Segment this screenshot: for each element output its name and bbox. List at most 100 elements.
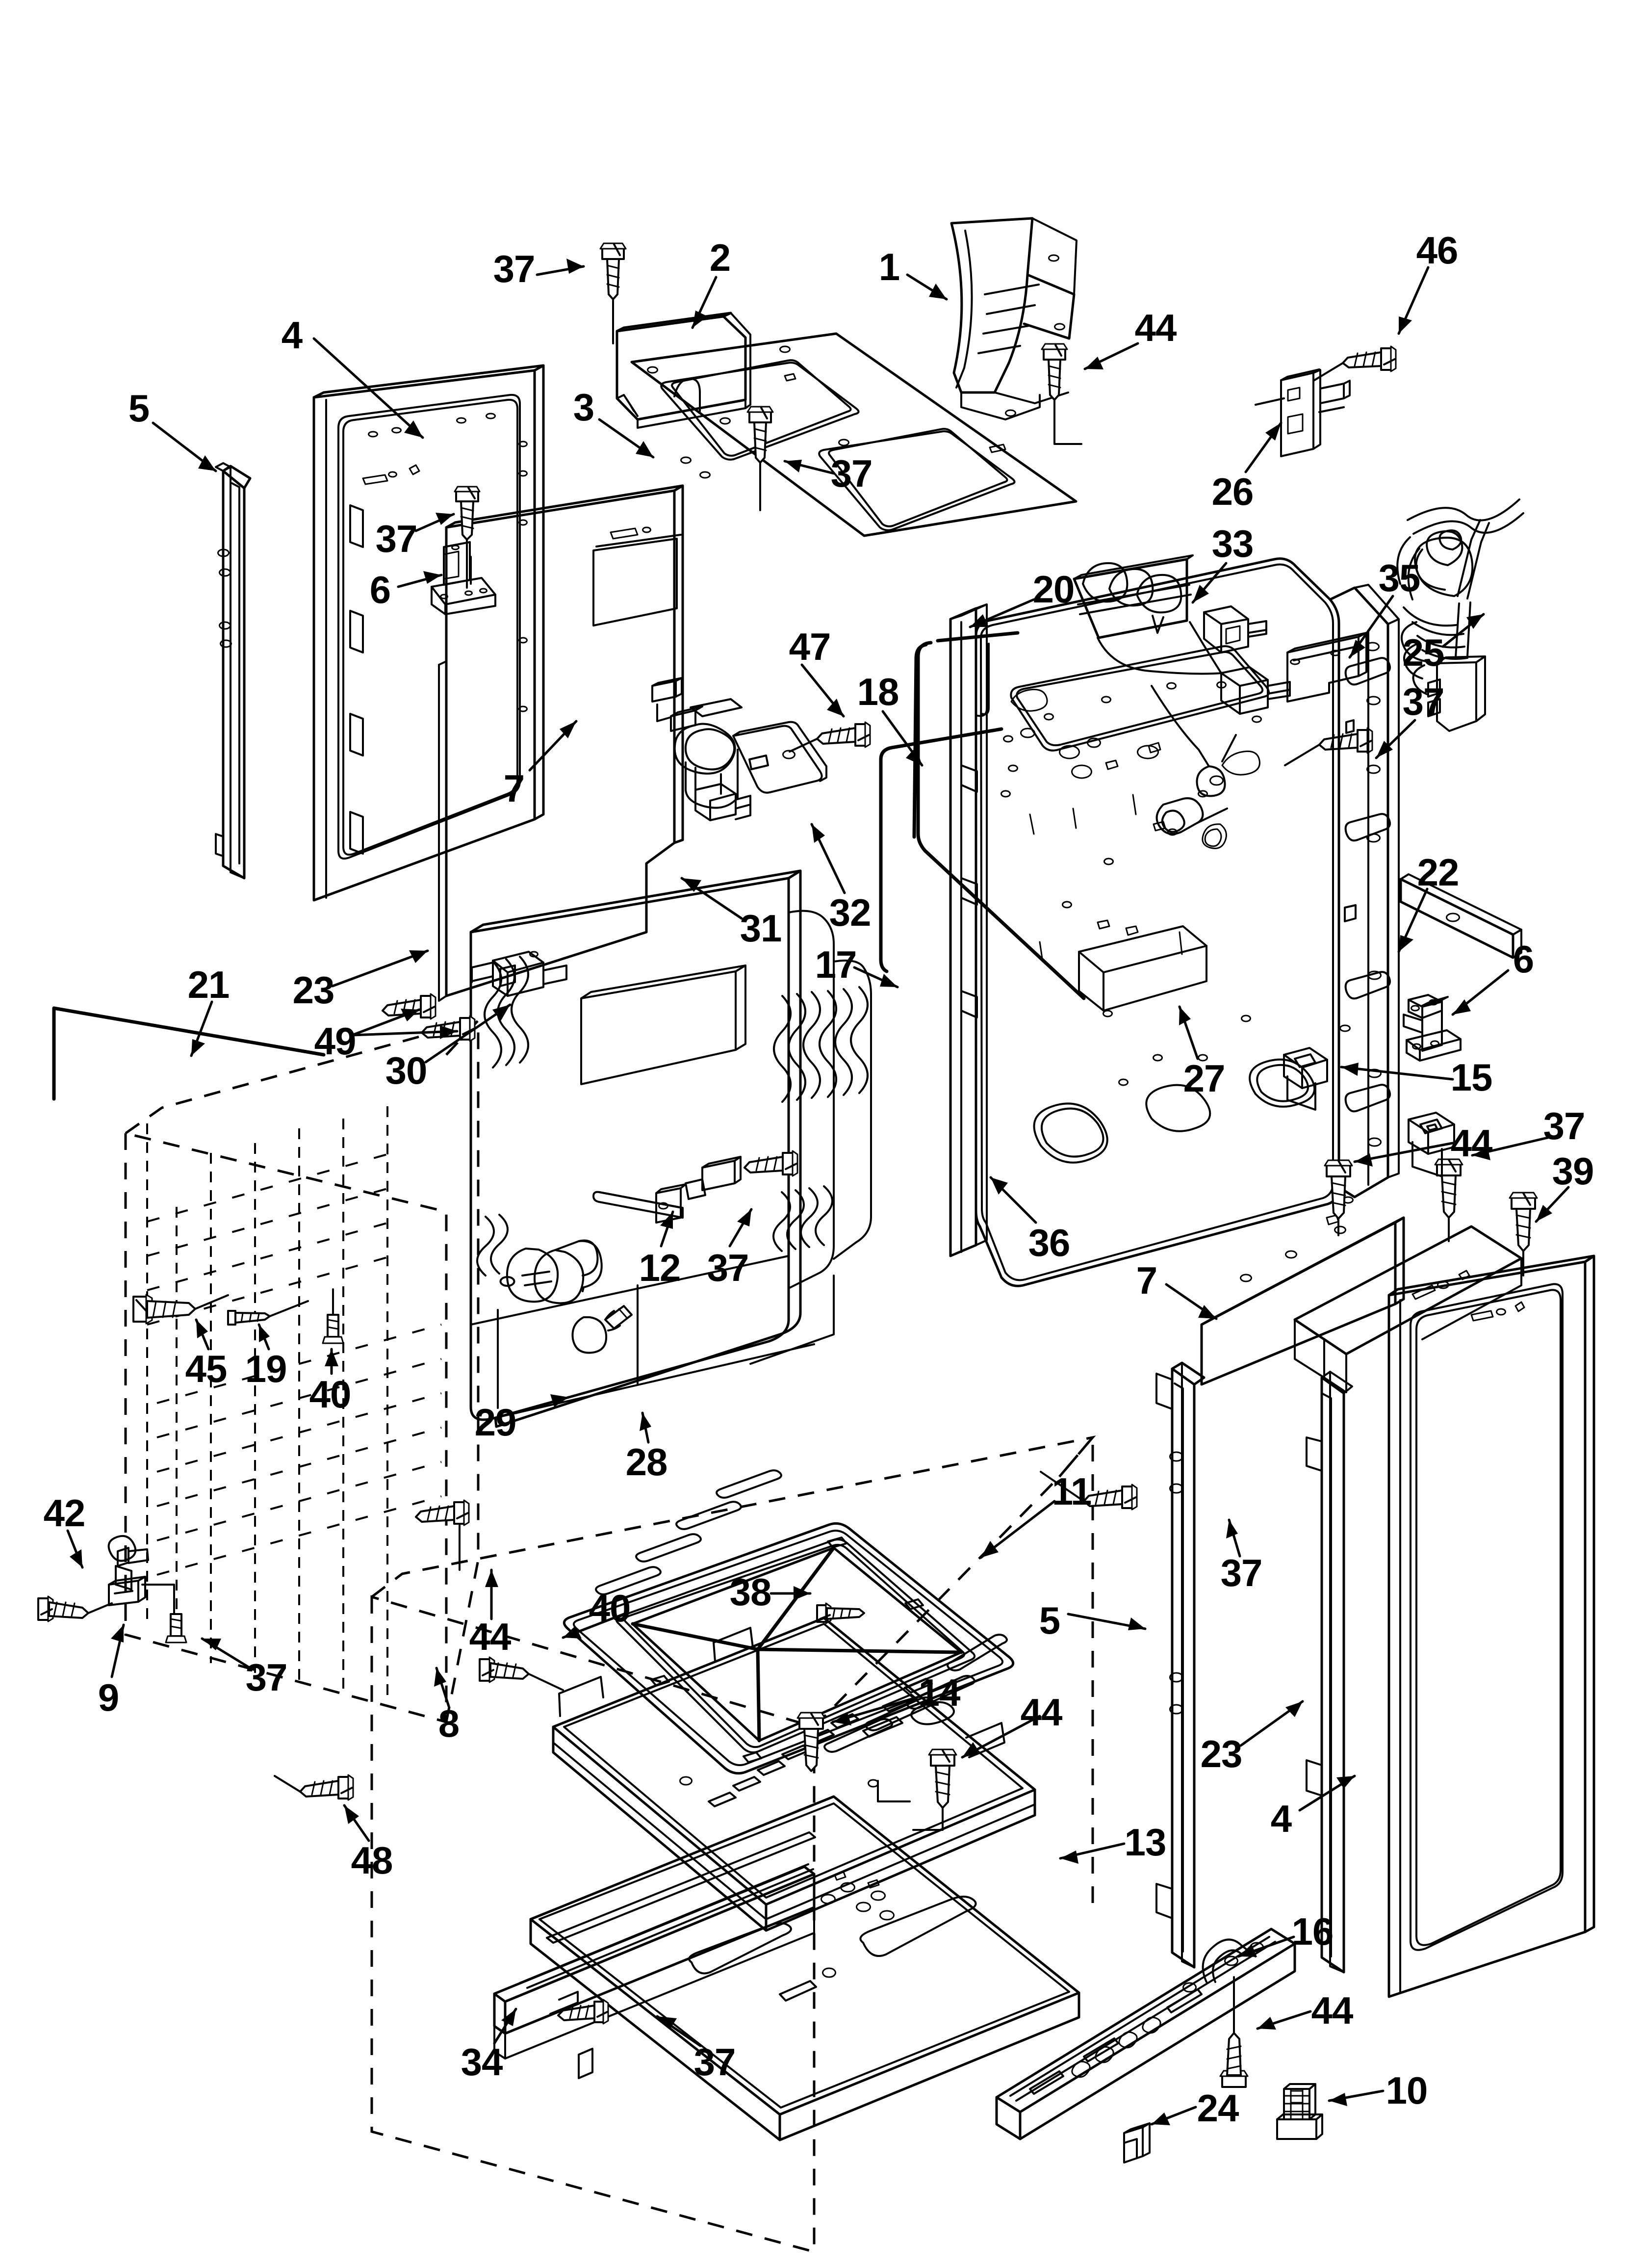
- part-clip-15-right: [1408, 1112, 1455, 1177]
- callout-number: 10: [1385, 2069, 1428, 2112]
- callout-number: 13: [1124, 1821, 1167, 1864]
- callout-number: 44: [1450, 1121, 1493, 1165]
- part-screw-44-left: [415, 1499, 470, 1571]
- callout-number: 6: [1513, 938, 1534, 981]
- callout-number: 25: [1402, 631, 1445, 674]
- part-rear-panel-20: [949, 557, 1400, 1287]
- phantom-outline-13: [370, 1434, 1096, 2254]
- part-left-door-panel: [438, 484, 684, 1002]
- part-screw-40-upper: [322, 1288, 344, 1344]
- part-trim-21: [52, 1006, 326, 1101]
- part-hinge-receiver-30: [471, 951, 567, 997]
- leader-lines: [66, 259, 1570, 2126]
- callout-number: 7: [503, 767, 525, 810]
- callout-number: 3: [573, 386, 594, 429]
- part-left-door-frame: [312, 364, 545, 902]
- part-clip-24: [1123, 2122, 1151, 2164]
- part-screw-48: [274, 1774, 354, 1801]
- part-switch-assembly-32: [651, 677, 827, 821]
- part-screw-49-a: [382, 993, 436, 1020]
- callout-number: 37: [493, 247, 536, 290]
- callout-number: 14: [918, 1671, 961, 1714]
- part-screw-45: [132, 1294, 229, 1325]
- part-screw-37-right-door: [1434, 1158, 1463, 1242]
- callout-number: 4: [1270, 1797, 1292, 1840]
- part-screw-44-right: [1324, 1159, 1353, 1236]
- part-screw-37-sensor: [744, 1150, 798, 1177]
- part-bracket-35: [1286, 632, 1367, 703]
- callout-number: 6: [369, 568, 391, 611]
- part-oven-cavity-liner: [469, 869, 872, 1428]
- part-right-insulation-7: [1200, 1216, 1405, 1386]
- callout-number: 44: [469, 1615, 512, 1658]
- part-screw-44-cooktop: [912, 1748, 957, 1831]
- part-cooktop-14: [552, 1616, 1036, 1932]
- callout-number: 37: [707, 1246, 749, 1289]
- callout-number: 37: [1220, 1551, 1263, 1594]
- callout-number: 33: [1211, 522, 1254, 565]
- callout-number: 23: [1200, 1732, 1243, 1775]
- part-left-side-trim: [215, 462, 252, 880]
- callout-number: 44: [1020, 1691, 1063, 1734]
- callout-number: 39: [1552, 1149, 1594, 1193]
- callout-number: 1: [878, 245, 900, 288]
- part-clip-15-upper: [1283, 1047, 1328, 1111]
- callout-number: 45: [185, 1347, 228, 1390]
- part-screw-46: [1313, 345, 1397, 381]
- part-power-cord-25: [1396, 498, 1524, 732]
- callout-number: 11: [1052, 1470, 1092, 1513]
- part-screw-44-cap: [1041, 343, 1082, 445]
- callout-number: 26: [1211, 470, 1254, 513]
- callout-number: 22: [1417, 851, 1460, 894]
- part-rear-shield-small: [616, 312, 751, 429]
- part-screw-37-side-trim: [1040, 1471, 1138, 1511]
- callout-number: 32: [829, 891, 872, 934]
- phantom-hatch-field: [147, 1106, 442, 1702]
- part-bracket-6-right: [1403, 994, 1462, 1062]
- part-screw-44-rail: [1219, 1976, 1249, 2088]
- callout-number: 4: [281, 313, 303, 357]
- part-door-hinge-left: [431, 541, 496, 615]
- callout-number: 28: [625, 1440, 668, 1484]
- part-bracket-26: [1255, 368, 1351, 457]
- part-screw-37-cord: [1284, 727, 1373, 766]
- callout-number: 46: [1416, 229, 1459, 272]
- callout-number: 40: [309, 1373, 352, 1416]
- part-rail-16: [995, 1928, 1296, 2140]
- part-right-side-trim-5: [1155, 1361, 1206, 1969]
- callout-number: 21: [187, 963, 230, 1006]
- callout-number: 37: [375, 517, 418, 560]
- part-screw-38: [816, 1602, 865, 1624]
- callout-number: 16: [1291, 1910, 1334, 1953]
- callout-number: 37: [1402, 680, 1445, 723]
- part-leveling-leg-9: [107, 1535, 175, 1615]
- callout-number: 17: [815, 943, 857, 986]
- callout-number: 44: [1311, 1989, 1354, 2032]
- callout-number: 29: [474, 1401, 517, 1444]
- callout-number: 37: [830, 452, 873, 495]
- part-bottom-tray: [529, 1795, 1080, 2141]
- callout-number: 37: [693, 2040, 736, 2084]
- callout-number: 23: [292, 968, 335, 1012]
- part-screw-39: [1509, 1192, 1538, 1277]
- callout-number: 34: [461, 2040, 503, 2084]
- callout-number: 5: [1039, 1599, 1060, 1642]
- part-screw-19: [227, 1300, 309, 1326]
- part-leveling-foot-10: [1276, 2083, 1323, 2140]
- callout-number: 27: [1183, 1057, 1226, 1100]
- part-oven-lamp-29: [499, 1239, 633, 1354]
- part-screw-40-cooktop: [479, 1656, 564, 1691]
- part-screw-37-leg: [165, 1613, 187, 1643]
- part-screw-37-kickplate: [557, 1999, 609, 2025]
- part-backguard-end-cap: [950, 217, 1078, 420]
- callout-number: 42: [43, 1491, 86, 1535]
- part-bracket-22: [1399, 873, 1522, 959]
- callout-number: 24: [1197, 2086, 1239, 2130]
- part-screw-14: [796, 1712, 826, 1772]
- callout-number: 30: [385, 1049, 428, 1092]
- callout-number: 5: [128, 387, 150, 430]
- callout-number: 2: [709, 236, 731, 279]
- callout-number: 40: [589, 1587, 631, 1630]
